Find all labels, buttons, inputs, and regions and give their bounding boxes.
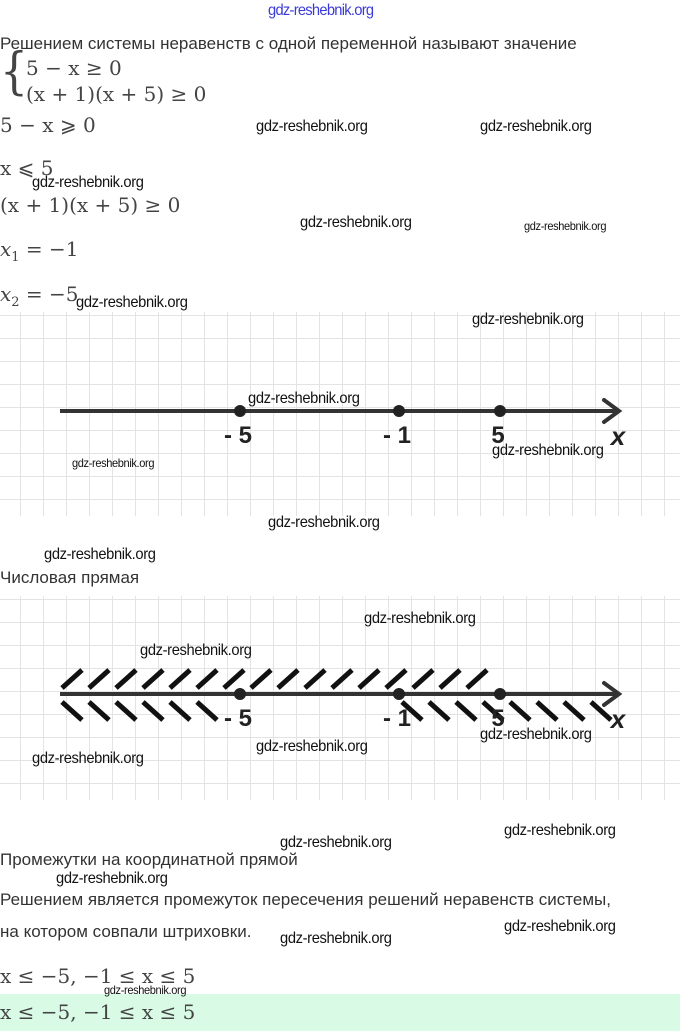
watermark: gdz-reshebnik.org	[72, 456, 155, 470]
watermark: gdz-reshebnik.org	[76, 294, 188, 311]
number-line-hatched: - 5 - 1 5 x	[60, 668, 627, 734]
watermark: gdz-reshebnik.org	[56, 870, 168, 887]
hatch-upper	[195, 668, 219, 690]
hatch-lower	[87, 700, 111, 722]
hatch-upper	[87, 668, 111, 690]
hatch-upper	[60, 668, 84, 690]
hatch-upper	[303, 668, 327, 690]
watermark: gdz-reshebnik.org	[256, 118, 368, 135]
watermark: gdz-reshebnik.org	[524, 219, 607, 233]
point-label: - 1	[383, 422, 411, 449]
value: = −1	[19, 237, 79, 261]
hatch-upper	[168, 668, 192, 690]
point-label: 5	[491, 422, 504, 449]
answer-highlight-text: x ≤ −5, −1 ≤ x ≤ 5	[0, 1000, 196, 1024]
hatch-lower	[195, 700, 219, 722]
arrow-head-icon	[602, 681, 623, 707]
point-marker	[494, 405, 506, 417]
caption-intervals: Промежутки на координатной прямой	[0, 850, 298, 869]
axis-label: x	[609, 704, 627, 734]
watermark: gdz-reshebnik.org	[268, 514, 380, 531]
graph-2-grid	[0, 596, 680, 800]
var: x	[0, 237, 12, 261]
point-marker	[494, 688, 506, 700]
answer-highlight	[0, 994, 680, 1031]
point-marker	[234, 688, 246, 700]
step-3: (x + 1)(x + 5) ≥ 0	[0, 193, 181, 217]
var: x	[0, 282, 12, 306]
hatch-lower	[508, 700, 532, 722]
hatch-lower	[562, 700, 586, 722]
hatch-lower	[481, 700, 505, 722]
watermark: gdz-reshebnik.org	[44, 546, 156, 563]
watermark: gdz-reshebnik.org	[364, 610, 476, 627]
watermark: gdz-reshebnik.org	[248, 390, 360, 407]
point-label: - 5	[224, 705, 252, 732]
arrow-head-icon	[602, 398, 623, 424]
watermark: gdz-reshebnik.org	[504, 918, 616, 935]
point-marker	[393, 405, 405, 417]
watermark: gdz-reshebnik.org	[280, 930, 392, 947]
hatch-upper	[438, 668, 462, 690]
watermark: gdz-reshebnik.org	[480, 726, 592, 743]
hatch-lower	[535, 700, 559, 722]
hatch-upper	[141, 668, 165, 690]
system-line-2: (x + 1)(x + 5) ≥ 0	[26, 82, 207, 106]
hatch-lower	[589, 700, 613, 722]
watermark-link[interactable]: gdz-reshebnik.org	[268, 2, 374, 19]
hatch-upper	[357, 668, 381, 690]
hatch-lower	[60, 700, 84, 722]
hatch-lower	[454, 700, 478, 722]
hatch-upper	[411, 668, 435, 690]
watermark: gdz-reshebnik.org	[504, 822, 616, 839]
answer-line: x ≤ −5, −1 ≤ x ≤ 5	[0, 964, 196, 988]
point-label: - 5	[224, 422, 252, 449]
point-label: - 1	[383, 705, 411, 732]
watermark: gdz-reshebnik.org	[472, 311, 584, 328]
hatch-upper	[276, 668, 300, 690]
step-1: 5 − x ⩾ 0	[0, 113, 96, 137]
graph-1-grid	[0, 312, 680, 516]
hatch-upper	[249, 668, 273, 690]
hatch-upper	[330, 668, 354, 690]
system-line-1: 5 − x ≥ 0	[26, 56, 122, 80]
caption-number-line: Числовая прямая	[0, 568, 140, 587]
subscript: 2	[11, 295, 20, 310]
watermark: gdz-reshebnik.org	[480, 118, 592, 135]
watermark: gdz-reshebnik.org	[140, 642, 252, 659]
hatch-lower	[114, 700, 138, 722]
axis-label: x	[609, 421, 627, 451]
watermark: gdz-reshebnik.org	[256, 738, 368, 755]
hatch-lower	[400, 700, 424, 722]
hatch-upper	[114, 668, 138, 690]
hatch-lower	[168, 700, 192, 722]
point-marker	[234, 405, 246, 417]
hatch-lower	[427, 700, 451, 722]
system-brace: {	[0, 42, 28, 101]
point-label: 5	[491, 705, 504, 732]
intro-text: Решением системы неравенств с одной пере…	[0, 34, 577, 53]
watermark: gdz-reshebnik.org	[32, 750, 144, 767]
hatch-upper	[384, 668, 408, 690]
hatch-upper	[222, 668, 246, 690]
step-2: x ⩽ 5	[0, 156, 54, 180]
value: = −5	[19, 282, 79, 306]
root-x2: x2 = −5	[0, 282, 79, 310]
hatch-upper	[465, 668, 489, 690]
subscript: 1	[11, 250, 20, 265]
watermark: gdz-reshebnik.org	[300, 214, 412, 231]
root-x1: x1 = −1	[0, 237, 79, 265]
conclusion-line-2: на котором совпали штриховки.	[0, 922, 252, 941]
point-marker	[393, 688, 405, 700]
conclusion-line-1: Решением является промежуток пересечения…	[0, 890, 611, 909]
number-line-roots: - 5 - 1 5 x	[60, 398, 627, 451]
hatch-lower	[141, 700, 165, 722]
watermark: gdz-reshebnik.org	[280, 834, 392, 851]
watermark: gdz-reshebnik.org	[492, 442, 604, 459]
watermark: gdz-reshebnik.org	[104, 983, 187, 997]
watermark: gdz-reshebnik.org	[32, 174, 144, 191]
